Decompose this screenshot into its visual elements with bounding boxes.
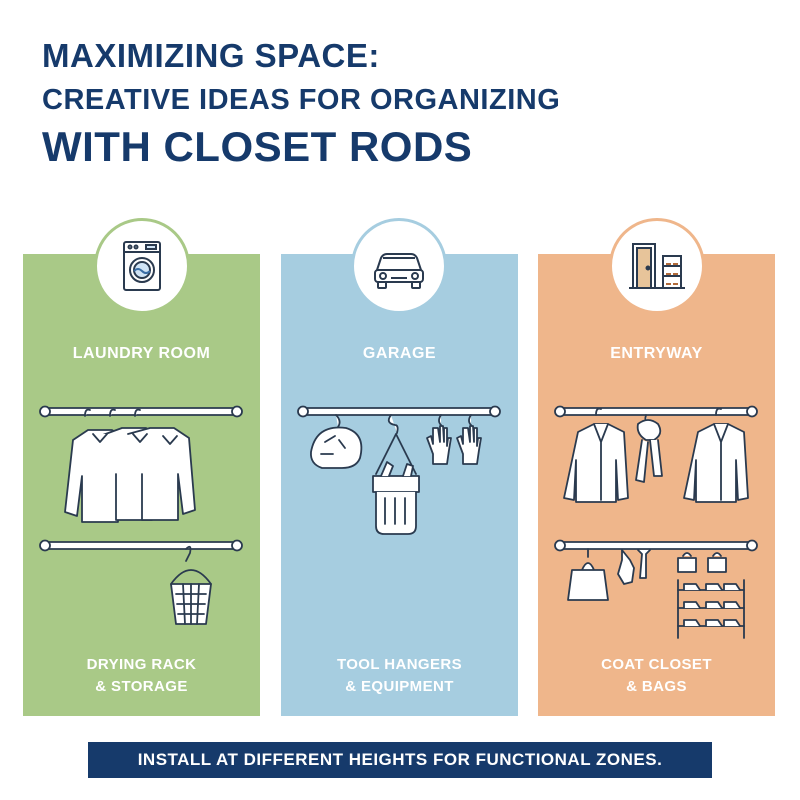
shoe-rack-icon: [677, 579, 745, 639]
title-line-1: MAXIMIZING SPACE:: [42, 37, 380, 74]
small-bag-icon: [677, 552, 727, 573]
shirts-icon: [64, 408, 196, 523]
panel-laundry-room: LAUNDRY ROOM DRYING RACK & STORA: [23, 254, 260, 716]
gloves-icon: [426, 414, 482, 465]
washing-machine-icon: [123, 241, 161, 291]
panel-caption-laundry: DRYING RACK & STORAGE: [23, 654, 260, 698]
badge-entryway: [609, 218, 705, 314]
panel-caption-entryway: COAT CLOSET & BAGS: [538, 654, 775, 698]
panel-title-laundry: LAUNDRY ROOM: [72, 345, 211, 362]
caption-line-1: DRYING RACK: [86, 656, 197, 673]
tool-bag-icon: [372, 414, 420, 535]
footer-banner: INSTALL AT DIFFERENT HEIGHTS FOR FUNCTIO…: [88, 742, 712, 778]
caption-line-1: TOOL HANGERS: [336, 656, 463, 673]
badge-laundry: [94, 218, 190, 314]
coat-icon: [683, 407, 749, 503]
panel-title-garage: GARAGE: [362, 345, 437, 362]
garage-illustration: [297, 405, 501, 535]
car-icon: [374, 253, 424, 289]
title-line-3: WITH CLOSET RODS: [42, 123, 473, 170]
panel-title-entryway: ENTRYWAY: [610, 345, 703, 362]
scarf-icon: [635, 414, 663, 483]
door-shoe-rack-icon: [629, 243, 685, 289]
caption-line-1: COAT CLOSET: [601, 656, 712, 673]
panel-entryway: ENTRYWAY: [538, 254, 775, 716]
panel-caption-garage: TOOL HANGERS & EQUIPMENT: [281, 654, 518, 698]
title-line-2: CREATIVE IDEAS FOR ORGANIZING: [42, 84, 561, 116]
caption-line-2: & STORAGE: [95, 678, 188, 695]
caption-line-2: & BAGS: [626, 678, 687, 695]
caption-line-2: & EQUIPMENT: [345, 678, 454, 695]
page-title: MAXIMIZING SPACE: CREATIVE IDEAS FOR ORG…: [42, 34, 762, 172]
badge-garage: [351, 218, 447, 314]
rod-icon: [44, 407, 238, 416]
panel-garage: GARAGE TOOL HANGERS & EQUIPMENT: [281, 254, 518, 716]
basket-icon: [170, 545, 212, 625]
handbag-icon: [567, 548, 609, 601]
entryway-illustration: [554, 405, 758, 639]
laundry-illustration: [39, 405, 243, 625]
helmet-icon: [310, 414, 363, 469]
glove-icon: [617, 549, 651, 585]
coat-icon: [563, 407, 629, 503]
